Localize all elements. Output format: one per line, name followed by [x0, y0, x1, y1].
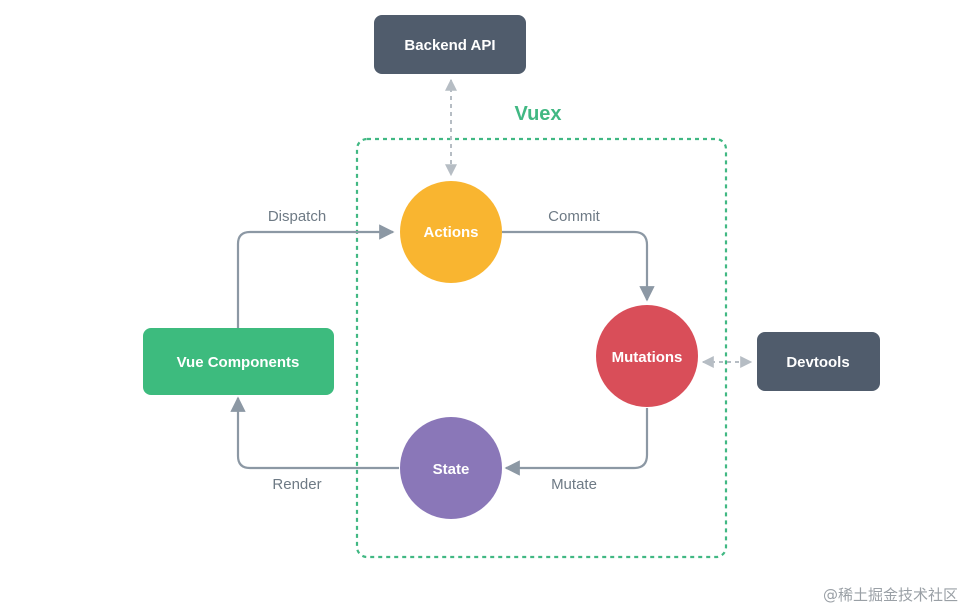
state-node: State: [400, 417, 502, 519]
vue-components-label: Vue Components: [177, 354, 300, 371]
render-label: Render: [272, 476, 321, 493]
commit-label: Commit: [548, 208, 600, 225]
backend-api-label: Backend API: [404, 37, 495, 54]
mutate-arrow: [504, 408, 649, 476]
backend-api-node: Backend API: [374, 15, 526, 74]
devtools-label: Devtools: [786, 354, 849, 371]
actions-label: Actions: [423, 224, 478, 241]
vue-components-node: Vue Components: [143, 328, 334, 395]
render-arrow: [230, 396, 399, 470]
mutations-node: Mutations: [596, 305, 698, 407]
vuex-group-boundary: [355, 137, 728, 559]
mutate-label: Mutate: [551, 476, 597, 493]
actions-node: Actions: [400, 181, 502, 283]
vuex-group-title: Vuex: [514, 103, 561, 125]
commit-arrow: [502, 230, 655, 302]
dispatch-arrow: [236, 224, 395, 328]
state-label: State: [433, 461, 470, 478]
watermark-text: @稀土掘金技术社区: [822, 586, 958, 604]
dispatch-label: Dispatch: [268, 208, 326, 225]
mutations-label: Mutations: [612, 349, 683, 366]
devtools-node: Devtools: [757, 332, 880, 391]
